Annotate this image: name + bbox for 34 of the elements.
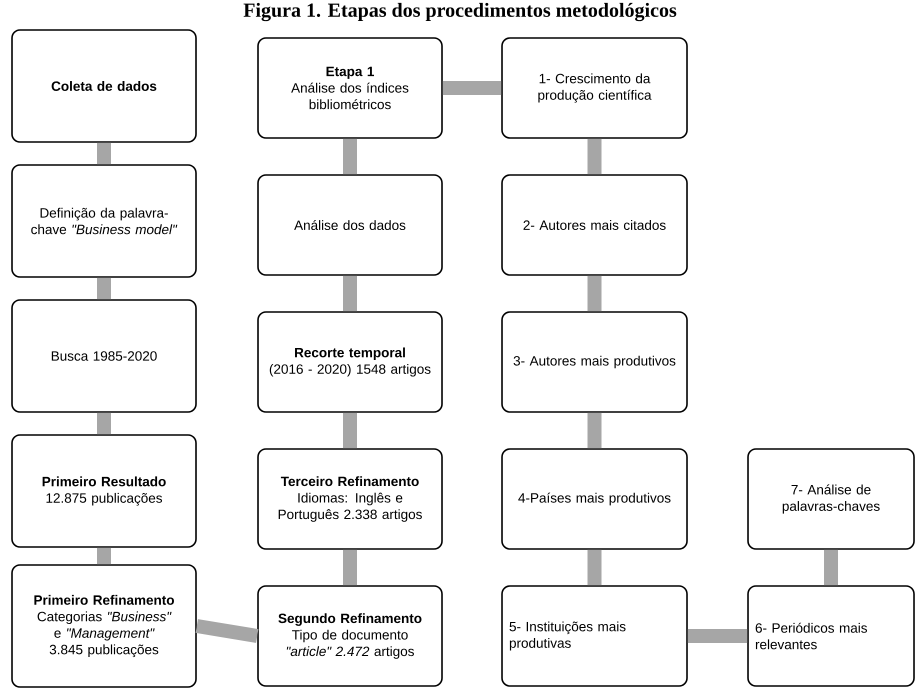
process-box: Análise dos dados: [257, 174, 443, 276]
connector-bar: [97, 412, 111, 434]
process-box: 6- Periódicos mais relevantes: [747, 585, 915, 687]
connector-bar: [688, 629, 748, 643]
connector-bar: [343, 276, 357, 312]
connector-bar: [343, 412, 357, 448]
connector-bar: [343, 138, 357, 174]
process-box: Busca 1985-2020: [11, 299, 197, 413]
connector-bar: [824, 550, 838, 586]
connector-bar: [97, 548, 111, 564]
process-box: 5- Instituições mais produtivas: [501, 585, 688, 687]
process-box: Etapa 1 Análise dos índices bibliométricos: [257, 37, 443, 139]
process-box: Recorte temporal (2016 - 2020) 1548 artigos: [257, 311, 443, 413]
connector-bar: [442, 81, 502, 95]
process-box: 3- Autores mais produtivos: [501, 311, 688, 413]
process-box: Definição da palavra-chave "Business model": [11, 164, 197, 278]
process-box: Primeiro Resultado 12.875 publicações: [11, 434, 197, 548]
process-box: Terceiro Refinamento Idiomas: Inglês e Português 2.338 artigos: [257, 448, 443, 550]
process-box: 4-Países mais produtivos: [501, 448, 688, 550]
connector-bar: [196, 619, 258, 643]
process-box: 7- Análise de palavras-chaves: [747, 448, 915, 550]
connector-bar: [343, 550, 357, 586]
process-box: Segundo Refinamento Tipo de documento "article" 2.472 artigos: [257, 585, 443, 687]
connector-bar: [97, 278, 111, 300]
connector-bar: [97, 142, 111, 164]
figure-title: Figura 1. Etapas dos procedimentos metodológicos: [244, 2, 676, 22]
process-box: 1- Crescimento da produção científica: [501, 37, 688, 139]
connector-bar: [588, 276, 602, 312]
connector-bar: [588, 412, 602, 448]
process-box: Coleta de dados: [11, 29, 197, 143]
process-box: 2- Autores mais citados: [501, 174, 688, 276]
connector-bar: [588, 138, 602, 174]
process-box: Primeiro Refinamento Categorias "Business" e "Management" 3.845 publicações: [11, 564, 197, 688]
connector-bar: [588, 550, 602, 586]
